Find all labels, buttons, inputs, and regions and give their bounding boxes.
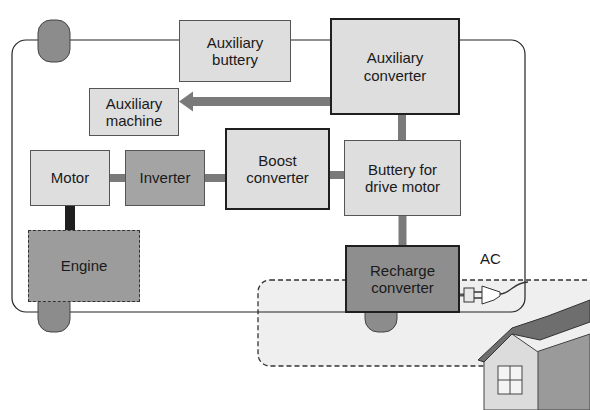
house-roof [478, 300, 590, 362]
motor-box: Motor [30, 150, 110, 206]
plug-cord [500, 282, 528, 294]
plug-prong [474, 291, 482, 293]
plug [482, 286, 500, 304]
arrow-head [179, 92, 193, 112]
box-label: Motor [51, 169, 89, 186]
box-label: Engine [61, 257, 108, 274]
house-front [484, 334, 538, 410]
house-window [498, 366, 522, 394]
box-label: Buttery for drive motor [351, 161, 454, 196]
charge-wire [460, 294, 464, 297]
power-connector [330, 171, 344, 179]
power-connector [205, 174, 225, 182]
power-connector [399, 216, 407, 245]
box-label: Boost converter [233, 152, 322, 187]
window-bar [498, 380, 522, 381]
connector-group [402, 216, 403, 245]
connector-group [330, 175, 344, 176]
wheel [38, 20, 70, 62]
engine-box: Engine [28, 230, 140, 302]
load-box: Auxiliary machine [89, 88, 179, 136]
connector-group [402, 115, 403, 140]
socket [464, 288, 474, 302]
box-label: Auxiliary machine [96, 95, 172, 130]
converter-box: Auxiliary converter [330, 18, 460, 115]
connector-group [179, 92, 330, 112]
plug-prong [474, 297, 482, 299]
box-label: Inverter [140, 169, 191, 186]
power-connector [398, 115, 406, 140]
box-label: Auxiliary converter [338, 49, 452, 84]
box-label: Auxiliary buttery [186, 34, 284, 69]
power-connector [65, 206, 75, 230]
power-connector [192, 97, 330, 106]
connector-group [205, 178, 225, 179]
battery-box: Auxiliary buttery [179, 20, 291, 82]
connector-group [70, 206, 71, 230]
converter-box: Recharge converter [345, 245, 460, 313]
box-label: Recharge converter [353, 262, 452, 297]
battery-box: Buttery for drive motor [344, 140, 461, 216]
power-connector [110, 174, 125, 182]
inverter-box: Inverter [125, 150, 205, 206]
connector-group [110, 178, 125, 179]
house-side [536, 334, 590, 410]
converter-box: Boost converter [225, 128, 330, 210]
port-label: AC [480, 250, 501, 267]
